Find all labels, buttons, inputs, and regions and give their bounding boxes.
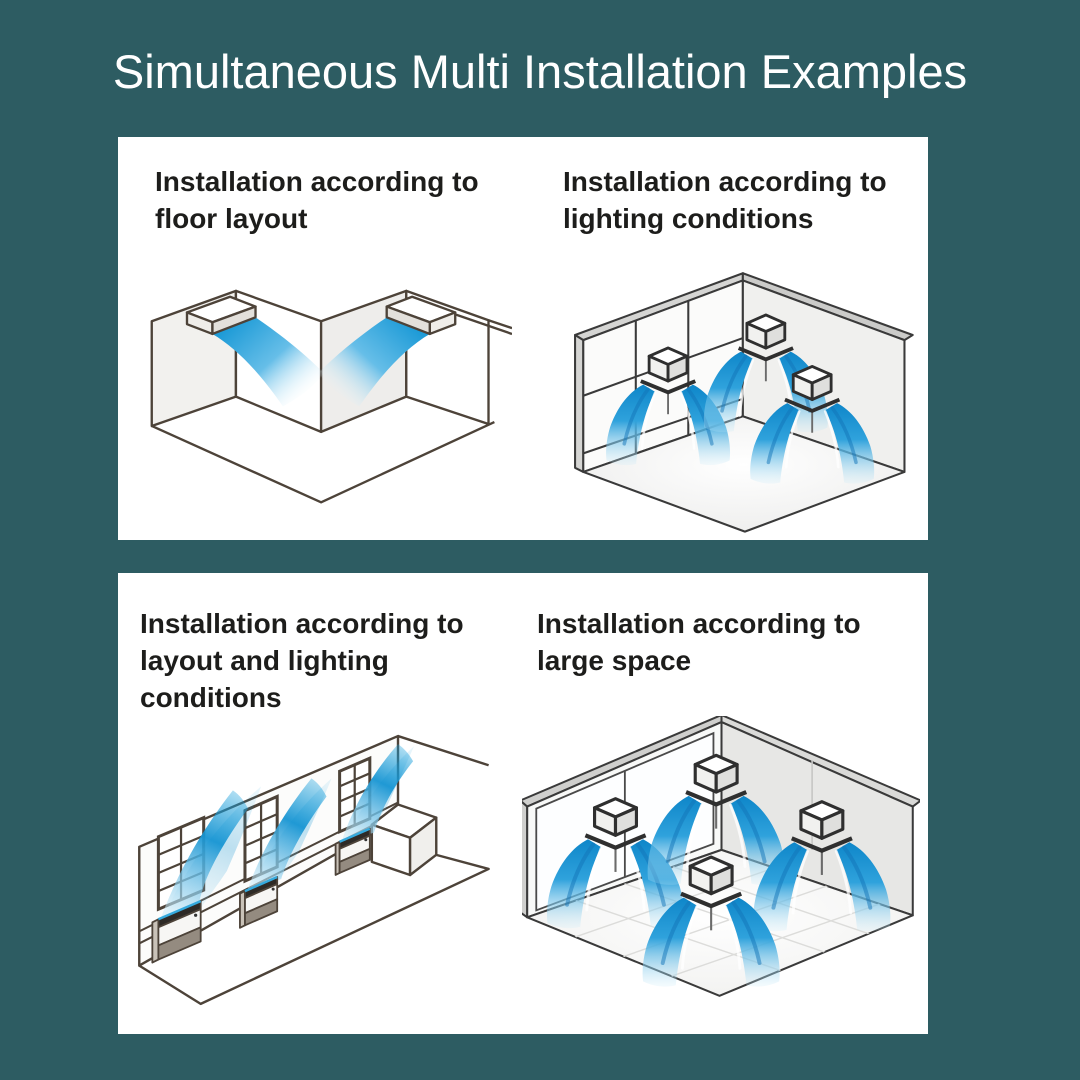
console-unit-icon [151, 900, 202, 964]
wall-unit-icon [185, 295, 257, 336]
floor-layout-illustration [150, 289, 512, 504]
console-unit-icon [239, 875, 279, 929]
cell-title-layout-and-lighting: Installation according to layout and lig… [140, 605, 464, 716]
lighting-conditions-illustration [574, 272, 914, 533]
title-line: large space [537, 645, 692, 676]
cell-title-large-space: Installation according to large space [537, 605, 861, 679]
title-line: conditions [140, 682, 282, 713]
wall-unit-icon [385, 295, 512, 336]
airflow-icon [164, 786, 262, 916]
airflow-icon [251, 778, 332, 888]
cell-title-lighting-conditions: Installation according to lighting condi… [563, 163, 887, 237]
airflow-icon [345, 746, 415, 838]
airflow-icon [212, 317, 325, 407]
console-unit-icon [334, 827, 371, 876]
panel-bottom: Installation according to layout and lig… [118, 573, 928, 1034]
title-line: Installation according to [140, 608, 464, 639]
title-line: Installation according to [563, 166, 887, 197]
title-line: Installation according to [155, 166, 479, 197]
title-line: floor layout [155, 203, 308, 234]
cell-title-floor-layout: Installation according to floor layout [155, 163, 479, 237]
title-line: lighting conditions [563, 203, 814, 234]
title-line: Installation according to [537, 608, 861, 639]
page-title: Simultaneous Multi Installation Examples [112, 45, 968, 98]
panel-top: Installation according to floor layout I… [118, 137, 928, 540]
airflow-icon [318, 317, 430, 407]
title-line: layout and lighting [140, 645, 389, 676]
large-space-illustration [522, 716, 920, 997]
layout-lighting-illustration [138, 734, 490, 1006]
